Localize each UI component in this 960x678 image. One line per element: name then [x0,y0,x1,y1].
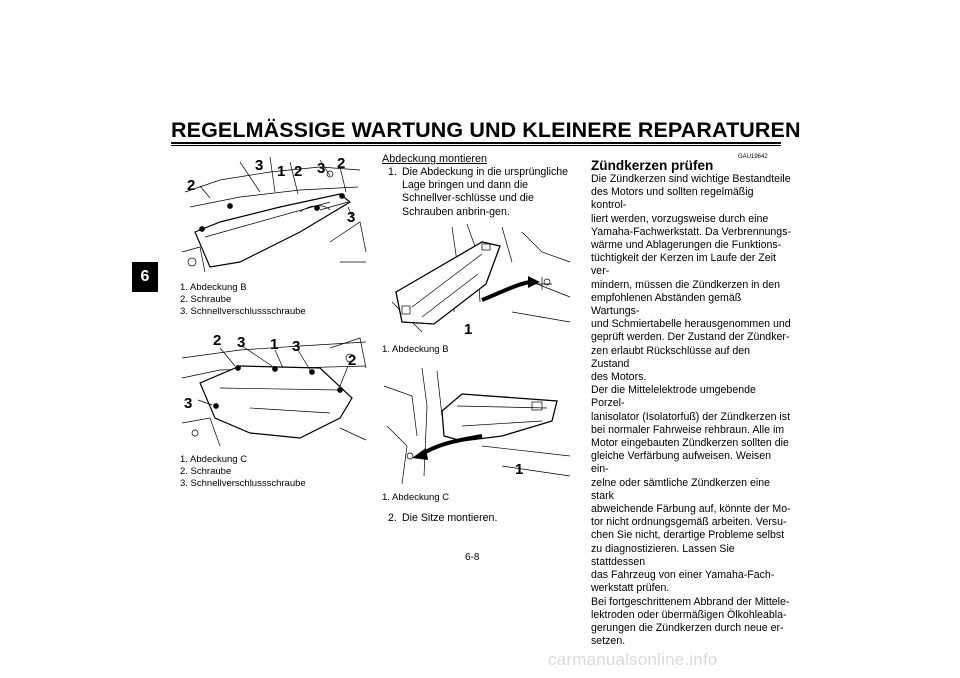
callout-1: 1 [515,461,523,478]
callout-3: 3 [292,338,300,355]
callout-2: 2 [337,155,345,172]
callout-3: 3 [237,334,245,351]
install-cover-heading: Abdeckung montieren [382,153,488,165]
figure-cover-c-removal: 2 3 1 3 2 3 [180,328,368,448]
callout-3: 3 [184,395,192,412]
figure-cover-b-removal: 3 1 2 3 2 2 3 [180,152,368,276]
step-2-text: Die Sitze montieren. [402,512,498,524]
callout-2: 2 [294,163,302,180]
spark-plug-paragraph: Die Zündkerzen sind wichtige Bestandteil… [591,173,792,648]
callout-2: 2 [213,332,221,349]
figure2-caption: 1. Abdeckung C 2. Schraube 3. Schnellver… [180,454,306,489]
section-heading: Zündkerzen prüfen [591,158,714,173]
callout-3: 3 [347,209,355,226]
page-number: 6-8 [465,552,480,563]
step-1-number: 1. [388,166,397,178]
step-2: 2. Die Sitze montieren. [388,512,588,526]
title-rule [171,142,781,144]
figure4-caption: 1. Abdeckung C [382,492,450,503]
step-2-number: 2. [388,512,397,524]
callout-3: 3 [317,160,325,177]
figure1-caption: 1. Abdeckung B 2. Schraube 3. Schnellver… [180,282,306,317]
figure-cover-b-install: 1 [382,222,572,340]
watermark: carmanualsonline.info [548,650,718,669]
step-1: 1. Die Abdeckung in die ursprüngliche La… [388,166,588,222]
callout-2: 2 [187,177,195,194]
step-1-text: Die Abdeckung in die ursprüngliche Lage … [402,166,569,218]
callout-3: 3 [255,157,263,174]
callout-1: 1 [270,336,278,353]
reference-code: GAU19642 [738,154,768,160]
figure3-caption: 1. Abdeckung B [382,344,449,355]
figure-cover-c-install: 1 [382,366,572,488]
title-rule-thin [171,145,781,146]
callout-1: 1 [277,163,285,180]
callout-1: 1 [464,321,472,338]
chapter-tab: 6 [132,262,158,292]
callout-2: 2 [348,352,356,369]
page-title: REGELMÄSSIGE WARTUNG UND KLEINERE REPARA… [171,118,801,142]
